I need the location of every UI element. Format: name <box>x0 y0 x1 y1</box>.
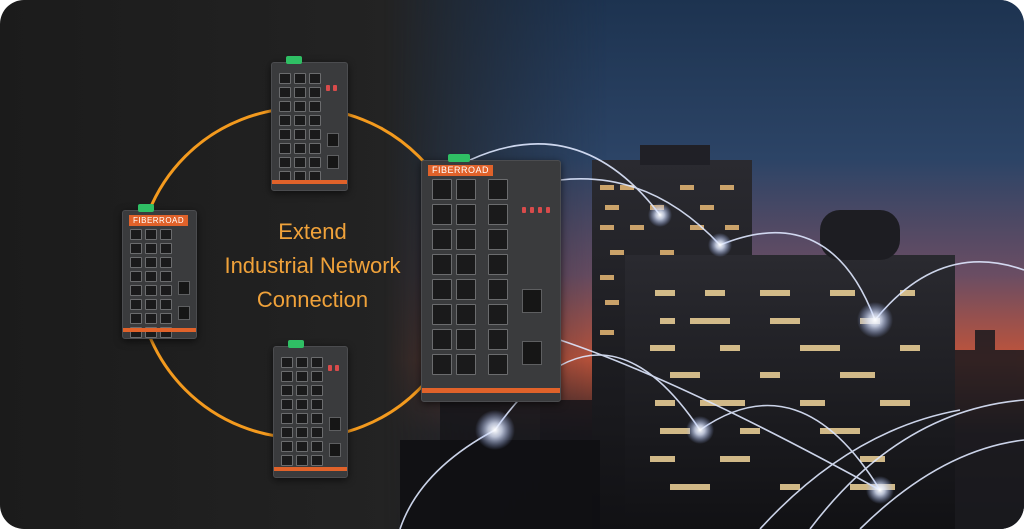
connection-arcs <box>399 143 1024 529</box>
switch-main: FIBERROAD <box>421 154 561 402</box>
port-grid <box>279 73 306 182</box>
headline-line-2: Industrial Network <box>224 253 401 278</box>
switch-bottom <box>273 340 348 478</box>
port-grid <box>432 179 476 375</box>
switch-top <box>271 56 348 191</box>
terminal-clip <box>138 204 154 212</box>
headline-line-3: Connection <box>256 287 369 312</box>
headline-text: Extend Industrial Network Connection <box>205 215 420 317</box>
brand-label: FIBERROAD <box>129 215 189 226</box>
terminal-clip <box>288 340 304 348</box>
headline-line-1: Extend <box>278 219 347 244</box>
office-building <box>625 210 955 529</box>
network-nodes <box>475 203 894 504</box>
brand-label: FIBERROAD <box>428 165 494 176</box>
switch-left: FIBERROAD <box>122 204 197 339</box>
terminal-clip <box>448 154 470 162</box>
terminal-clip <box>286 56 302 64</box>
